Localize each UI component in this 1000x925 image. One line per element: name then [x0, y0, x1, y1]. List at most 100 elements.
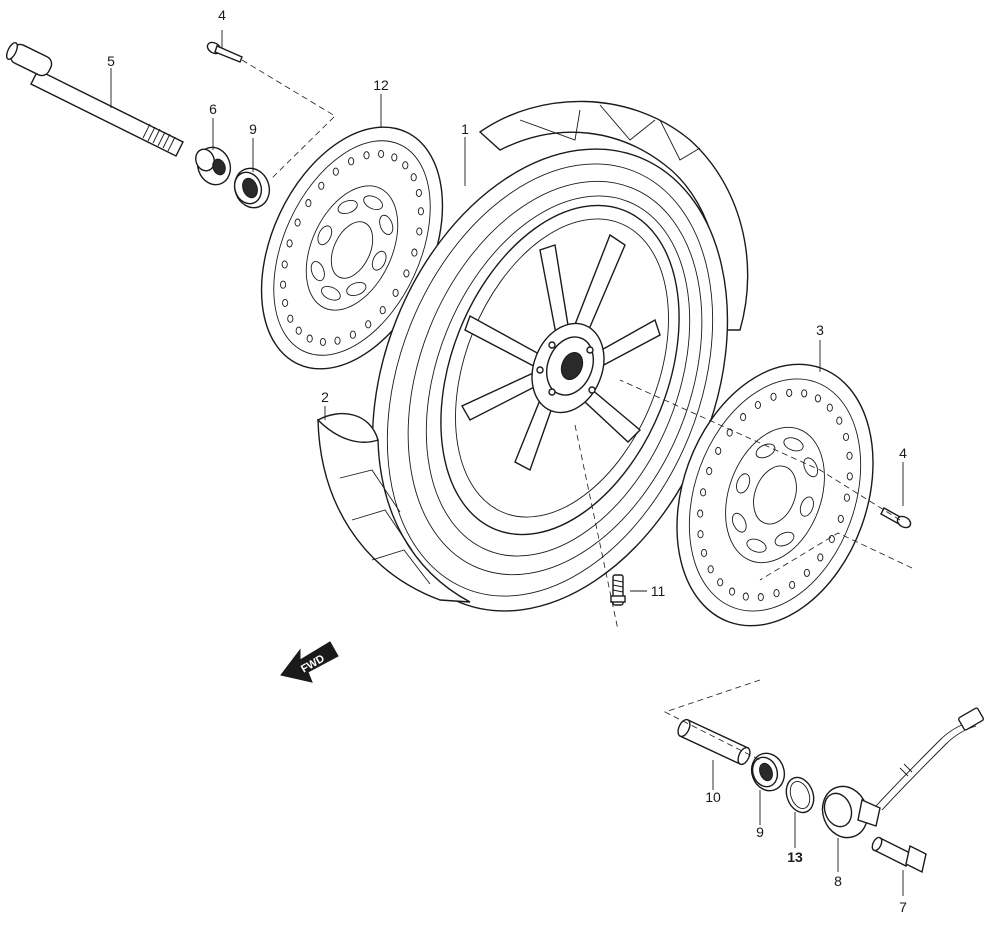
disc-hole [717, 578, 724, 587]
disc-hole [332, 167, 339, 176]
disc-hole [846, 472, 853, 481]
retainer-ring [785, 776, 815, 814]
disc-hole [403, 269, 410, 278]
brake-disc-right [676, 363, 874, 627]
disc-hole [286, 239, 293, 248]
callout-13: 13 [787, 849, 803, 865]
speedometer-gearbox [821, 707, 984, 839]
disc-hole [814, 394, 821, 403]
wheel-rim [371, 100, 749, 612]
disc-hole [801, 389, 808, 398]
callout-10: 10 [705, 789, 721, 805]
disc-window [321, 285, 341, 301]
disc-window [363, 195, 383, 211]
disc-window [783, 437, 804, 452]
fwd-label: FWD [299, 653, 327, 676]
disc-window [746, 538, 767, 553]
bearing-left [233, 167, 271, 209]
disc-hole [773, 589, 780, 598]
disc-hole [707, 565, 714, 574]
disc-hole [697, 530, 704, 539]
disc-hole [706, 467, 713, 476]
disc-window [346, 281, 367, 297]
tyre-valve [610, 574, 626, 606]
disc-hole [786, 388, 793, 397]
axle [5, 42, 184, 157]
tyre [316, 104, 701, 603]
disc-hole [306, 334, 313, 343]
callout-9-bottom: 9 [756, 824, 764, 840]
disc-hole [402, 161, 409, 170]
disc-bolt-top [206, 41, 243, 63]
callout-9-top: 9 [249, 121, 257, 137]
disc-hole [697, 509, 704, 518]
callout-8: 8 [834, 873, 842, 889]
disc-window [371, 250, 387, 271]
disc-hole [348, 157, 355, 166]
disc-hole [836, 416, 843, 425]
callout-labels: 4 5 12 6 9 1 3 2 4 11 10 9 13 8 7 [107, 7, 907, 915]
disc-hole [757, 593, 764, 602]
disc-hole [700, 488, 707, 497]
bearing-right [750, 752, 786, 792]
disc-hole [770, 392, 777, 401]
disc-hole [410, 173, 417, 182]
disc-hole [826, 403, 833, 412]
callout-5: 5 [107, 53, 115, 69]
disc-window [803, 457, 819, 478]
disc-hole [295, 326, 302, 335]
disc-window [736, 473, 751, 494]
callout-11: 11 [651, 583, 666, 599]
disc-hole [365, 320, 372, 329]
disc-window [379, 214, 394, 235]
brake-disc-left [260, 126, 444, 370]
disc-window [799, 496, 814, 517]
callout-7: 7 [899, 899, 907, 915]
disc-hole [349, 330, 356, 339]
disc-bolt-right [880, 507, 912, 529]
disc-hole [416, 227, 423, 236]
disc-hole [789, 580, 796, 590]
disc-hole [378, 149, 385, 159]
disc-hole [379, 306, 386, 315]
disc-hole [417, 207, 424, 216]
forward-direction-arrow: FWD [280, 641, 339, 683]
disc-hole [803, 568, 810, 577]
disc-hole [842, 432, 850, 442]
callout-6: 6 [209, 101, 217, 117]
assembly-guide-lines [241, 59, 913, 761]
disc-hole [282, 298, 289, 308]
disc-hole [742, 592, 749, 601]
disc-window [310, 261, 325, 282]
callout-4-right: 4 [899, 445, 907, 461]
disc-hole [715, 446, 722, 455]
disc-hole [828, 535, 835, 544]
disc-hole [754, 400, 761, 410]
disc-hole [280, 280, 287, 289]
disc-hole [305, 199, 312, 208]
disc-hole [318, 181, 325, 190]
disc-hole [740, 413, 747, 422]
disc-hole [729, 587, 736, 596]
distance-collar [677, 718, 751, 766]
disc-hole [287, 314, 294, 323]
callout-1: 1 [461, 121, 469, 137]
callout-4-top: 4 [218, 7, 226, 23]
disc-window [731, 512, 747, 533]
disc-hole [837, 514, 844, 523]
disc-hole [334, 336, 341, 345]
disc-hole [700, 548, 708, 558]
collar [195, 146, 232, 186]
disc-hole [392, 288, 399, 297]
disc-hole [411, 248, 418, 257]
disc-window [317, 225, 333, 246]
disc-hole [363, 151, 370, 160]
disc-hole [817, 553, 824, 562]
disc-window [755, 443, 776, 459]
disc-hole [846, 451, 853, 460]
callout-12: 12 [373, 77, 389, 93]
axle-bolt [871, 836, 927, 874]
disc-hole [294, 218, 301, 227]
